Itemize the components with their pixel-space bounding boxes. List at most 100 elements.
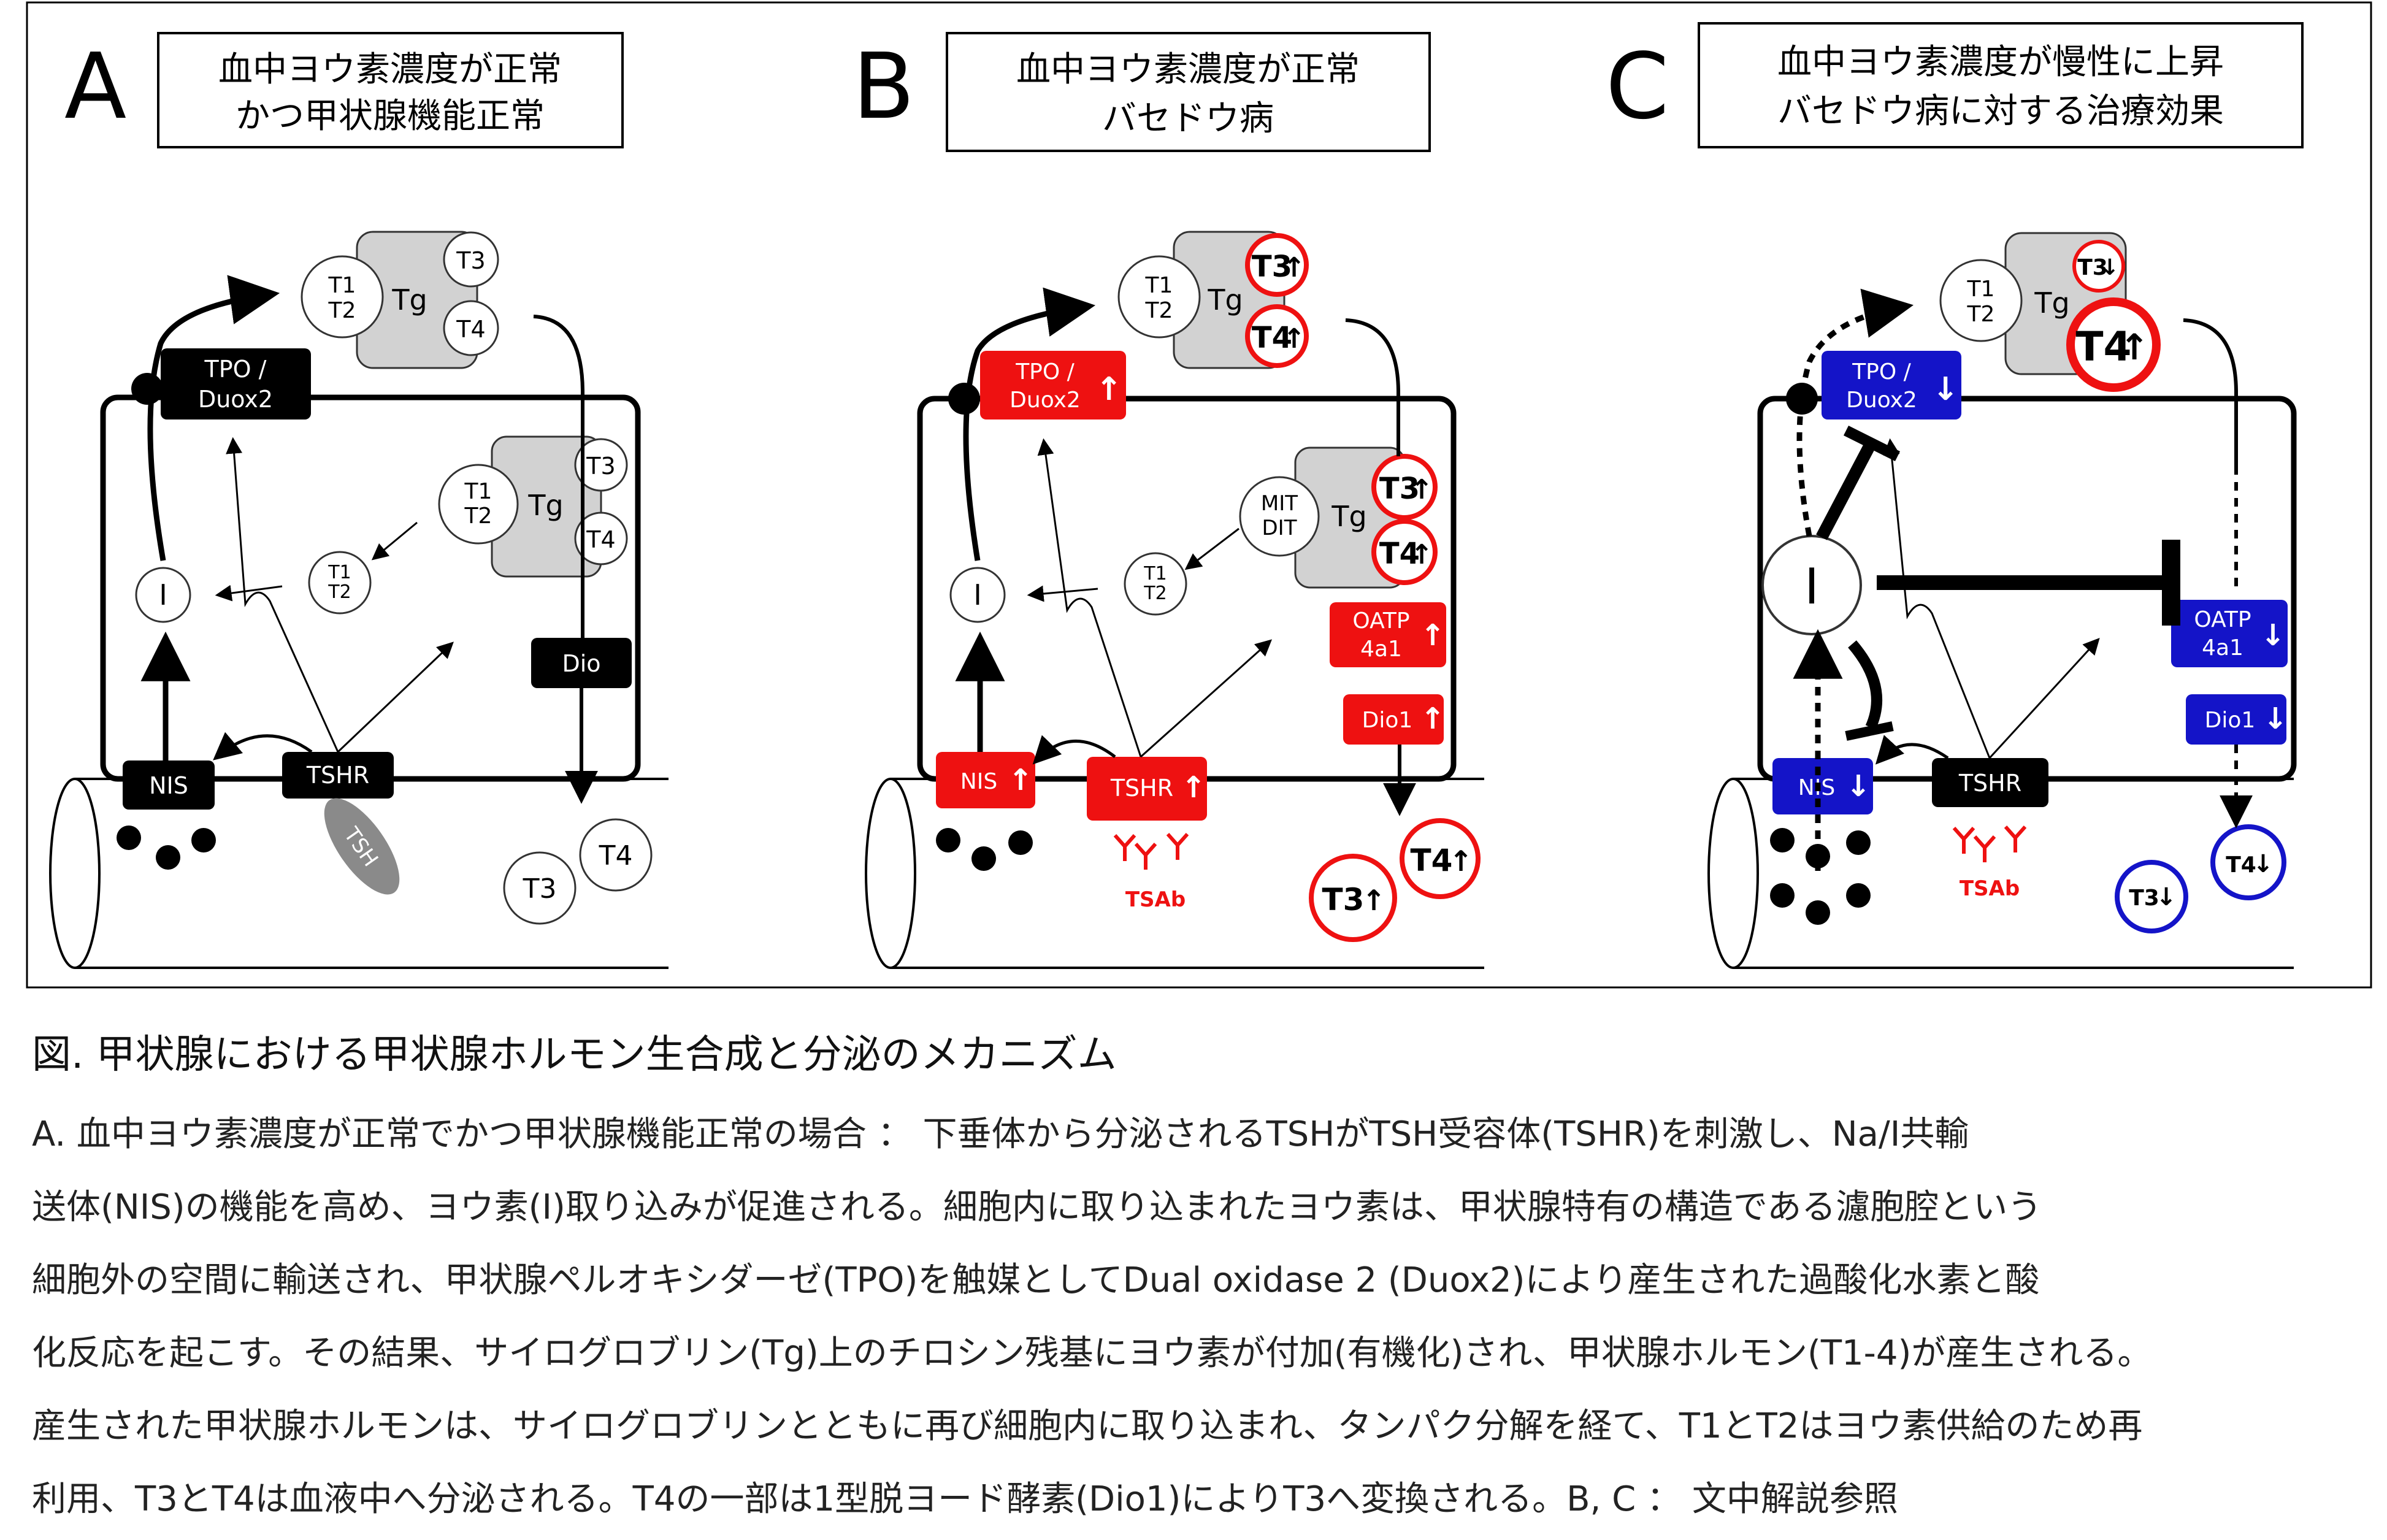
svg-text:T3: T3 bbox=[456, 247, 485, 274]
svg-text:Tg: Tg bbox=[1331, 500, 1366, 533]
svg-text:↑: ↑ bbox=[1095, 371, 1122, 408]
svg-text:T4: T4 bbox=[1411, 843, 1453, 878]
svg-text:4a1: 4a1 bbox=[2202, 635, 2243, 661]
svg-text:Tg: Tg bbox=[527, 489, 563, 522]
svg-text:↓: ↓ bbox=[2253, 850, 2274, 878]
svg-text:T4: T4 bbox=[2076, 323, 2132, 370]
figure-frame bbox=[26, 1, 2372, 989]
tpo-duox2-c: TPO / Duox2 ↓ bbox=[1786, 351, 1961, 419]
svg-text:I: I bbox=[973, 578, 982, 611]
panel-title-box-a bbox=[157, 32, 624, 148]
svg-text:Dio1: Dio1 bbox=[2205, 708, 2256, 733]
blood-t3-t4-a: T4 T3 bbox=[503, 818, 653, 925]
svg-text:T4: T4 bbox=[599, 840, 633, 872]
panel-title-b-line2: バセドウ病 bbox=[1102, 99, 1274, 139]
iodide-dots-c bbox=[1770, 828, 1871, 925]
tpo-duox2-b: TPO / Duox2 ↑ bbox=[948, 351, 1126, 419]
dio1-b: Dio1 ↑ bbox=[1343, 694, 1445, 745]
tg-complex-cell-b: Tg MIT DIT T3 ↑ T4 ↑ bbox=[1239, 446, 1438, 589]
caption-line: 細胞外の空間に輸送され、甲状腺ペルオキシダーゼ(TPO)を触媒としてDual o… bbox=[32, 1260, 2040, 1300]
svg-text:↑: ↑ bbox=[1283, 323, 1306, 354]
svg-text:↑: ↑ bbox=[1008, 763, 1033, 797]
svg-text:T4: T4 bbox=[2226, 852, 2256, 878]
panel-letter-a: A bbox=[64, 34, 126, 139]
svg-text:MIT: MIT bbox=[1261, 491, 1298, 516]
svg-text:NIS: NIS bbox=[960, 769, 997, 794]
nis-c: NIS ↓ bbox=[1772, 758, 1873, 814]
caption-line: 産生された甲状腺ホルモンは、サイログロブリンとともに再び細胞内に取り込まれ、タン… bbox=[32, 1406, 2143, 1446]
svg-text:T2: T2 bbox=[1967, 302, 1995, 327]
svg-text:T2: T2 bbox=[328, 581, 351, 603]
svg-text:Duox2: Duox2 bbox=[198, 386, 273, 413]
iodide-dots-a bbox=[117, 826, 216, 870]
svg-text:Tg: Tg bbox=[2034, 286, 2069, 320]
svg-text:T3: T3 bbox=[586, 453, 615, 480]
svg-text:↑: ↑ bbox=[1181, 770, 1206, 805]
panel-title-a-line1: 血中ヨウ素濃度が正常 bbox=[218, 50, 562, 90]
iodine-a: I bbox=[135, 567, 191, 623]
svg-text:I: I bbox=[159, 578, 167, 611]
svg-text:T1: T1 bbox=[328, 273, 356, 298]
tshr-c: TSHR bbox=[1932, 758, 2048, 807]
arrows-b bbox=[955, 287, 1416, 816]
panel-title-c-line2: バセドウ病に対する治療効果 bbox=[1777, 91, 2224, 131]
svg-text:T4: T4 bbox=[1379, 537, 1420, 571]
svg-text:↑: ↑ bbox=[1449, 845, 1473, 878]
svg-text:OATP: OATP bbox=[2194, 607, 2251, 632]
svg-text:Duox2: Duox2 bbox=[1010, 388, 1081, 413]
svg-text:T4: T4 bbox=[456, 316, 485, 343]
dio-a: Dio bbox=[531, 638, 632, 688]
svg-text:↑: ↑ bbox=[1283, 252, 1306, 283]
caption-body: A. 血中ヨウ素濃度が正常でかつ甲状腺機能正常の場合 ： 下垂体から分泌されるT… bbox=[32, 1098, 2375, 1536]
tshr-b: TSHR ↑ bbox=[1087, 757, 1207, 821]
caption-title: 図. 甲状腺における甲状腺ホルモン生合成と分泌のメカニズム bbox=[32, 1032, 1117, 1078]
t1t2-small-a: T1 T2 bbox=[308, 551, 372, 615]
svg-text:↑: ↑ bbox=[1411, 539, 1433, 570]
caption-line: A. 血中ヨウ素濃度が正常でかつ甲状腺機能正常の場合 ： 下垂体から分泌されるT… bbox=[32, 1114, 1969, 1154]
svg-text:TPO /: TPO / bbox=[204, 356, 267, 383]
svg-text:T2: T2 bbox=[1143, 583, 1167, 604]
svg-text:T4: T4 bbox=[586, 526, 615, 553]
svg-text:T3: T3 bbox=[1252, 250, 1292, 284]
svg-text:↓: ↓ bbox=[2101, 255, 2119, 280]
iodine-c: I bbox=[1761, 535, 1862, 635]
arrows-a bbox=[140, 275, 598, 804]
svg-text:↓: ↓ bbox=[2156, 883, 2177, 911]
svg-text:↓: ↓ bbox=[1932, 371, 1959, 408]
svg-text:↑: ↑ bbox=[2120, 326, 2150, 368]
tshr-a: TSHR bbox=[282, 752, 394, 799]
panel-title-box-c bbox=[1698, 22, 2304, 148]
tpo-duox2-a: TPO / Duox2 bbox=[131, 348, 311, 419]
tsab-b: TSAb bbox=[1113, 833, 1189, 912]
thyroid-mechanism-figure: A 血中ヨウ素濃度が正常 かつ甲状腺機能正常 Tg T3 T4 T1 T2 bbox=[26, 1, 2372, 989]
svg-text:↓: ↓ bbox=[2261, 618, 2285, 653]
svg-text:T3: T3 bbox=[1322, 882, 1365, 917]
nis-a: NIS bbox=[123, 760, 215, 810]
svg-text:Tg: Tg bbox=[391, 283, 427, 316]
svg-text:TSHR: TSHR bbox=[306, 762, 369, 789]
svg-text:T4: T4 bbox=[1252, 321, 1292, 355]
blood-vessel-c bbox=[1707, 778, 2294, 969]
svg-text:T1: T1 bbox=[464, 479, 492, 504]
svg-text:↑: ↑ bbox=[1411, 474, 1433, 505]
svg-text:T3: T3 bbox=[2077, 255, 2108, 280]
caption-line: 利用、T3とT4は血液中へ分泌される。T4の一部は1型脱ヨード酵素(Dio1)に… bbox=[32, 1479, 1898, 1519]
panel-c: C 血中ヨウ素濃度が慢性に上昇 バセドウ病に対する治療効果 Tg T1 T2 T… bbox=[1606, 22, 2304, 969]
svg-text:T1: T1 bbox=[1145, 273, 1173, 298]
svg-text:T2: T2 bbox=[464, 504, 492, 529]
tsab-c: TSAb bbox=[1952, 826, 2027, 901]
nis-b: NIS ↑ bbox=[936, 752, 1035, 808]
caption-line: 送体(NIS)の機能を高め、ヨウ素(I)取り込みが促進される。細胞内に取り込まれ… bbox=[32, 1187, 2042, 1227]
svg-text:TPO /: TPO / bbox=[1852, 359, 1911, 385]
svg-text:NIS: NIS bbox=[149, 772, 188, 799]
svg-text:4a1: 4a1 bbox=[1360, 637, 1402, 662]
panel-letter-b: B bbox=[852, 34, 915, 139]
svg-text:Duox2: Duox2 bbox=[1846, 388, 1917, 413]
iodine-b: I bbox=[949, 567, 1006, 623]
t1t2-small-b: T1 T2 bbox=[1124, 552, 1187, 616]
svg-text:↓: ↓ bbox=[1846, 769, 1871, 803]
svg-text:TPO /: TPO / bbox=[1015, 359, 1075, 385]
panel-letter-c: C bbox=[1606, 34, 1669, 139]
panel-title-box-b bbox=[946, 32, 1431, 152]
svg-text:I: I bbox=[1804, 558, 1819, 615]
